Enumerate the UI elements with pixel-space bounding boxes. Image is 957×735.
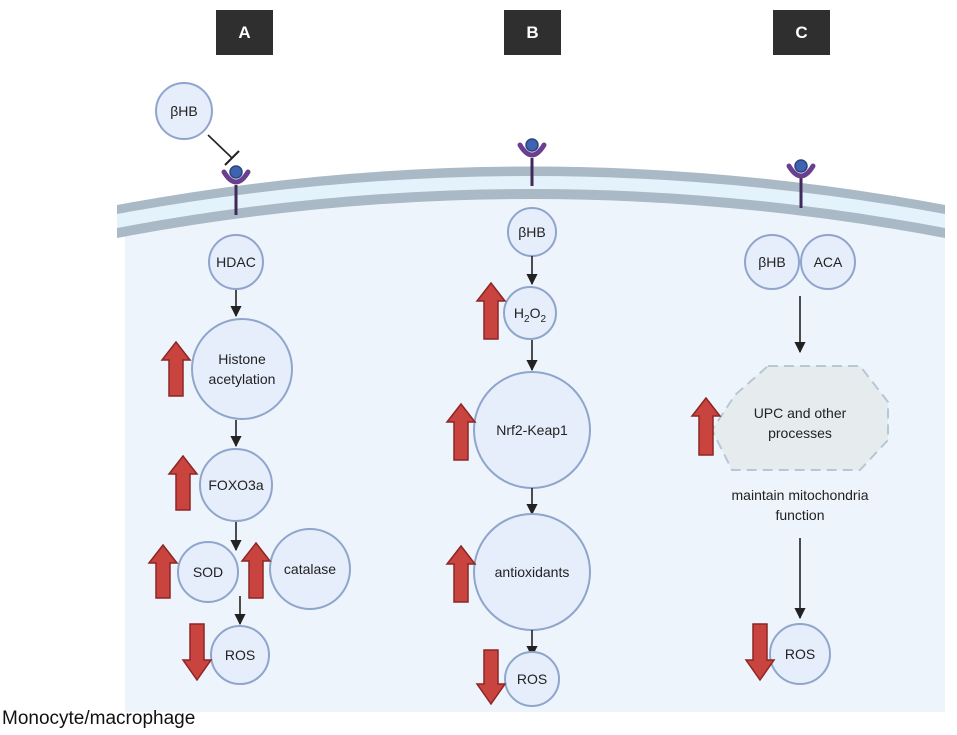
up-arrow-icon xyxy=(160,340,192,397)
panel-b: βHB H2O2 Nrf2-Keap1 antioxidants xyxy=(445,207,591,707)
cell-type-label: Monocyte/macrophage xyxy=(2,708,195,729)
node-label-line2: acetylation xyxy=(209,371,276,387)
down-arrow-icon xyxy=(475,649,507,706)
node-label: ROS xyxy=(225,647,255,663)
h2o2-h: H xyxy=(514,305,524,321)
node-sod: SOD xyxy=(177,541,239,603)
node-aca: ACA xyxy=(800,234,856,290)
panel-b-label: B xyxy=(526,23,538,42)
node-ros-c: ROS xyxy=(769,623,831,685)
up-arrow-icon xyxy=(475,281,507,340)
maintain-label-line1: maintain mitochondria xyxy=(732,487,869,503)
h2o2-sub1: 2 xyxy=(524,314,530,325)
node-label: catalase xyxy=(284,561,336,577)
node-bhb-b: βHB xyxy=(507,207,557,257)
node-label: ROS xyxy=(517,671,547,687)
node-label: SOD xyxy=(193,564,223,580)
node-nrf2-keap1: Nrf2-Keap1 xyxy=(473,371,591,489)
receptor-icon-a xyxy=(221,165,251,215)
node-label: Nrf2-Keap1 xyxy=(496,422,568,438)
node-bhb-c: βHB xyxy=(744,234,800,290)
node-label: H2O2 xyxy=(514,305,547,325)
node-label: HDAC xyxy=(216,254,256,270)
h2o2-o: O xyxy=(530,305,541,321)
process-label-line1: UPC and other xyxy=(754,405,847,421)
node-label: antioxidants xyxy=(495,564,570,580)
up-arrow-icon xyxy=(445,402,477,461)
panel-c-header: C xyxy=(773,10,830,55)
node-label: βHB xyxy=(518,224,546,240)
node-label: FOXO3a xyxy=(208,477,263,493)
up-arrow-icon xyxy=(167,454,199,511)
up-arrow-icon xyxy=(147,543,179,599)
inhibition-arrow xyxy=(207,134,240,166)
node-bhb-inhibitor: βHB xyxy=(155,82,213,140)
up-arrow-icon xyxy=(690,396,722,456)
node-histone-acetylation: Histone acetylation xyxy=(191,318,293,420)
maintain-label-line2: function xyxy=(775,507,824,523)
node-label: βHB xyxy=(170,103,198,119)
node-catalase: catalase xyxy=(269,528,351,610)
panel-c: βHB ACA UPC and other processes maintain… xyxy=(690,234,889,685)
receptor-icon-c xyxy=(786,159,816,208)
receptor-icon-b xyxy=(517,138,547,186)
process-label-line2: processes xyxy=(768,425,832,441)
node-label-line1: Histone xyxy=(218,351,266,367)
node-antioxidants: antioxidants xyxy=(473,513,591,631)
panel-b-header: B xyxy=(504,10,561,55)
h2o2-sub2: 2 xyxy=(541,314,547,325)
node-label: ACA xyxy=(814,254,843,270)
up-arrow-icon xyxy=(445,544,477,603)
node-label: ROS xyxy=(785,646,815,662)
node-h2o2: H2O2 xyxy=(503,286,557,340)
panel-a-label: A xyxy=(238,23,250,42)
panel-a-header: A xyxy=(216,10,273,55)
panel-c-label: C xyxy=(795,23,807,42)
node-ros-b: ROS xyxy=(504,651,560,707)
panel-a: βHB HDAC Histone acetylation FOXO3a xyxy=(147,82,351,685)
node-ros-a: ROS xyxy=(210,625,270,685)
up-arrow-icon xyxy=(240,541,272,599)
node-foxo3a: FOXO3a xyxy=(199,448,273,522)
node-label: βHB xyxy=(758,254,786,270)
down-arrow-icon xyxy=(181,623,213,682)
cell-membrane xyxy=(117,166,945,238)
down-arrow-icon xyxy=(744,623,776,682)
node-hdac: HDAC xyxy=(208,234,264,290)
mitochondrion-shape: UPC and other processes xyxy=(710,365,889,471)
